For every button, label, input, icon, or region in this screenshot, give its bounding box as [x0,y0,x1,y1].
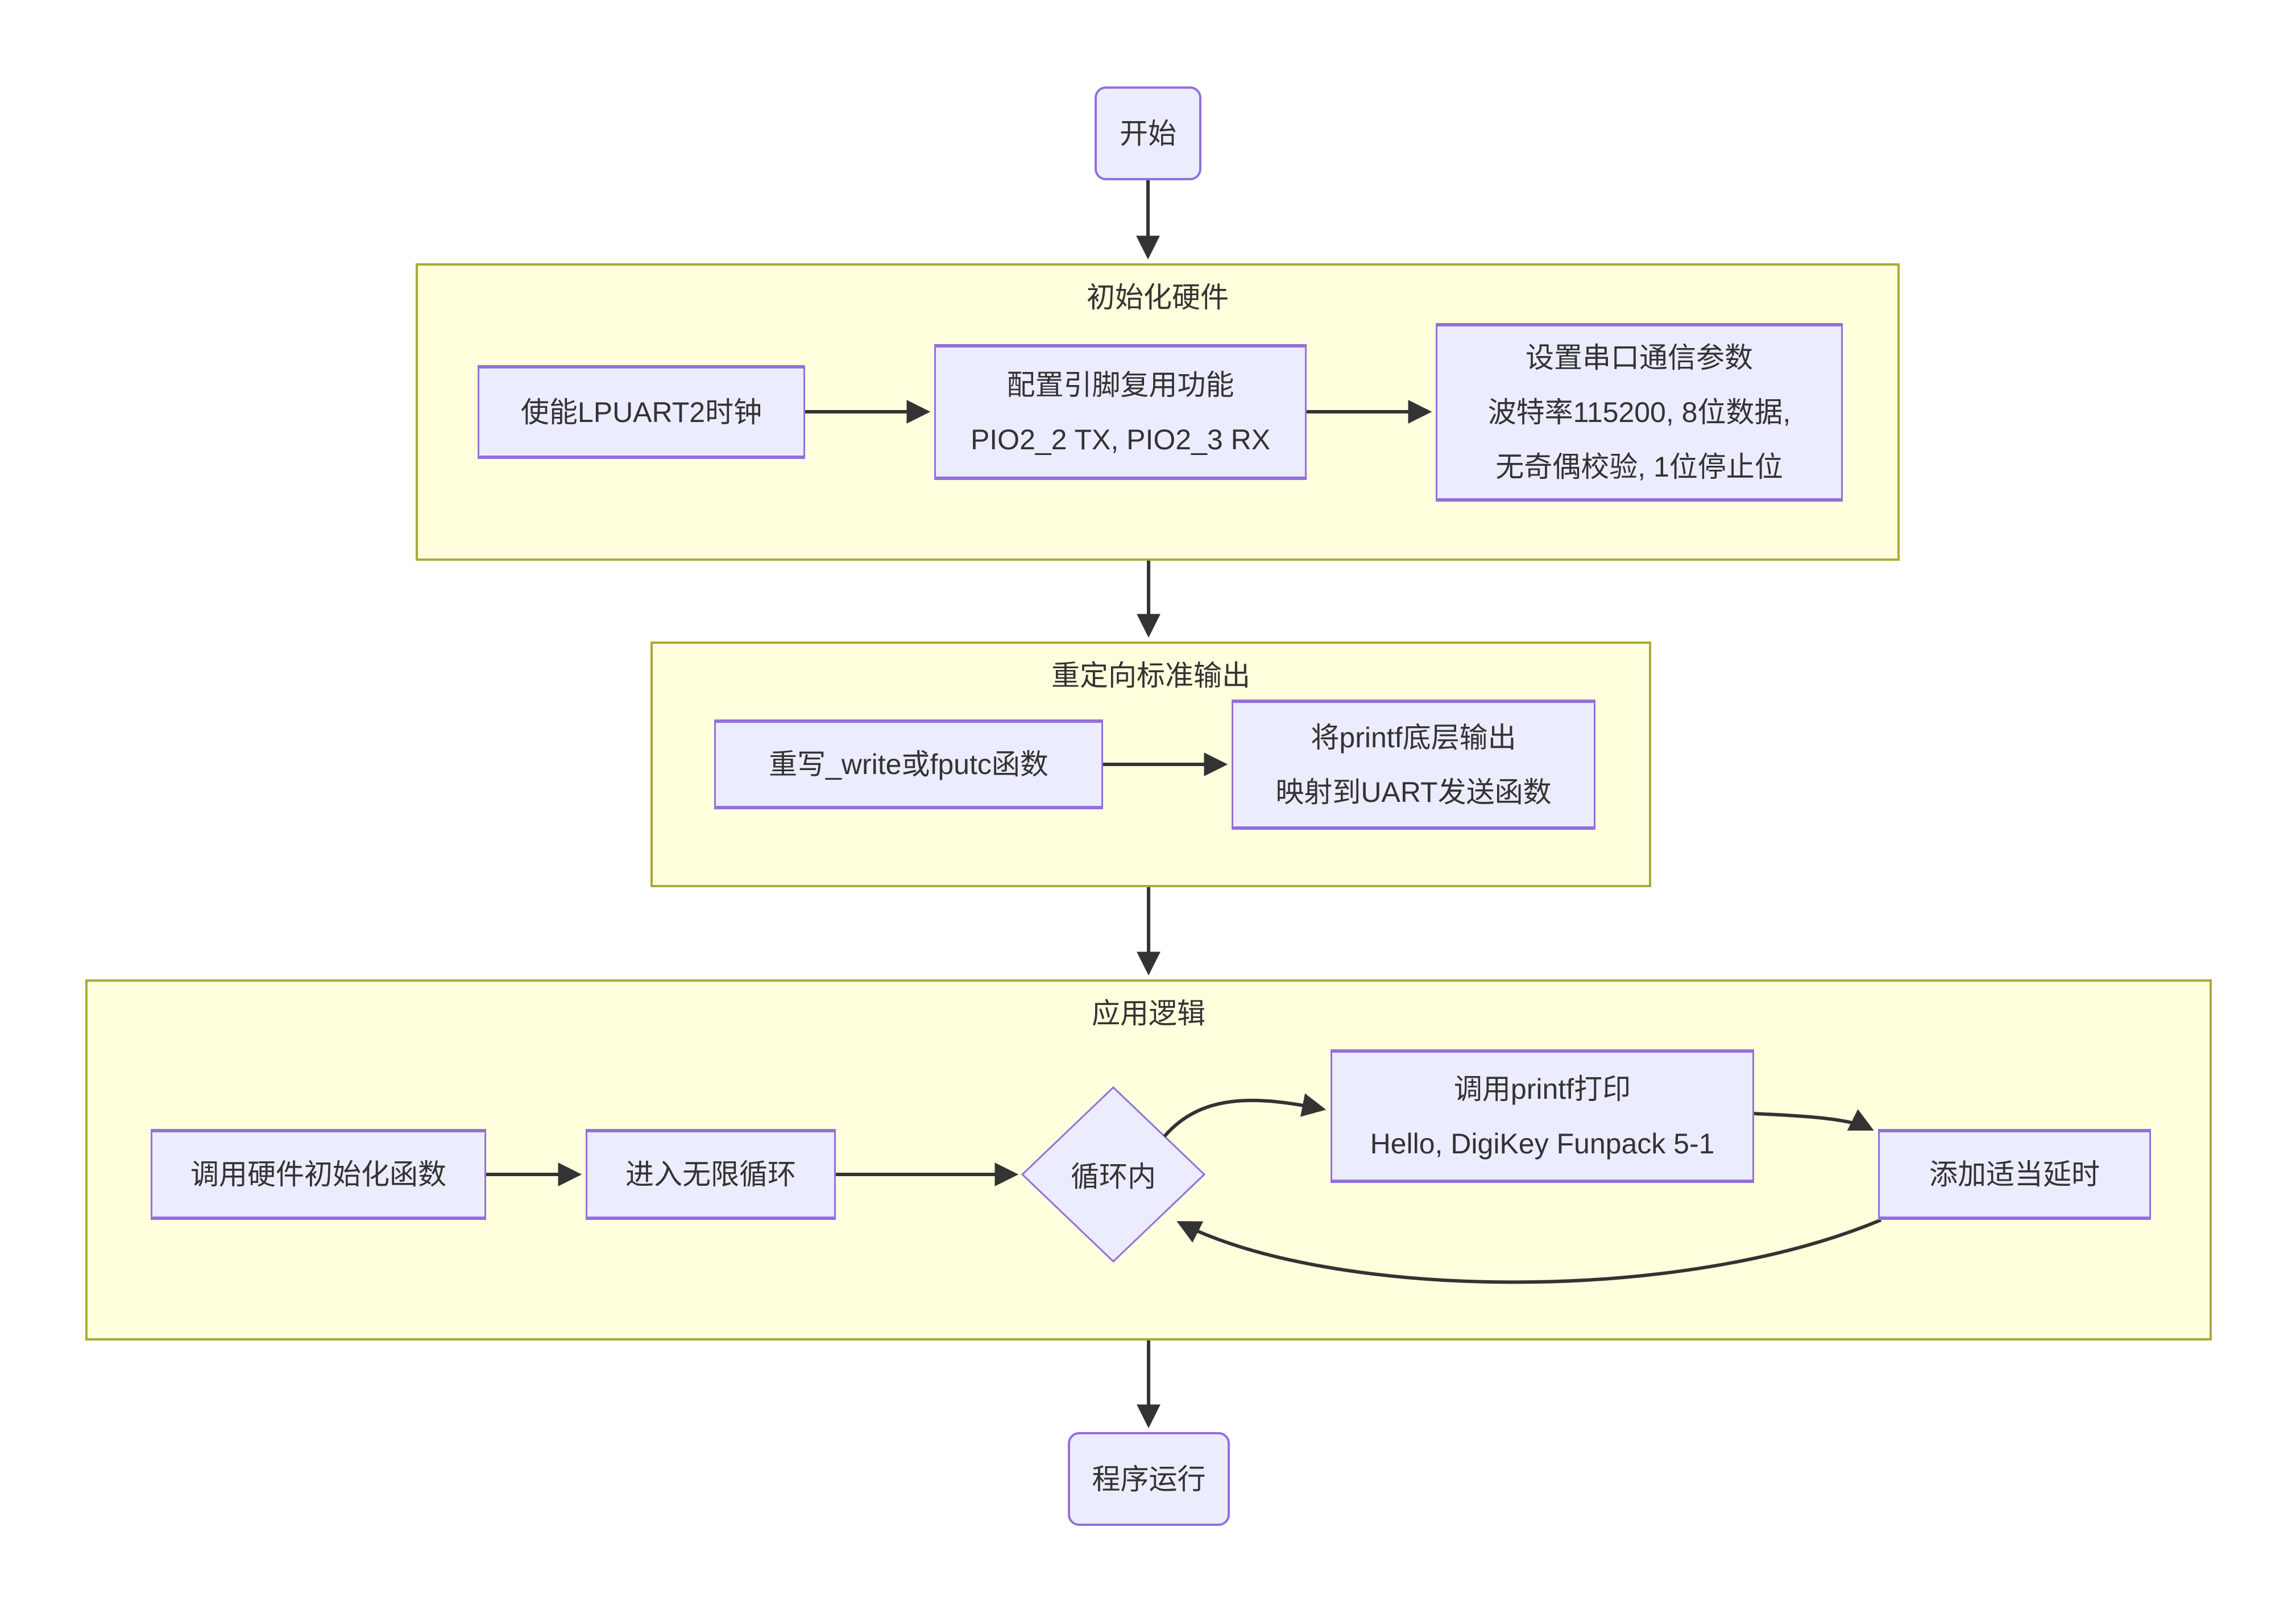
node-label: 设置串口通信参数 [1526,342,1753,374]
node-call-init: 调用硬件初始化函数 [151,1129,486,1220]
node-label: 重写_write或fputc函数 [769,748,1048,780]
node-pin-mux: 配置引脚复用功能 PIO2_2 TX, PIO2_3 RX [934,344,1307,480]
node-map-printf: 将printf底层输出 映射到UART发送函数 [1232,700,1595,830]
node-label: 使能LPUART2时钟 [520,396,762,428]
node-rewrite-write: 重写_write或fputc函数 [714,719,1103,809]
subgraph-title: 重定向标准输出 [1051,660,1250,692]
edge-delay-to-decision [1176,1218,1882,1284]
edge-decision-to-printf [1163,1093,1327,1137]
node-label: 添加适当延时 [1929,1159,2100,1190]
node-program-run: 程序运行 [1068,1432,1230,1526]
node-label: 无奇偶校验, 1位停止位 [1495,451,1783,483]
edge-printf-to-delay [1754,1109,1874,1131]
node-loop-decision-label: 循环内 [1056,1160,1170,1193]
subgraph-title: 初始化硬件 [1087,282,1229,313]
decision-diamond [1021,1086,1206,1263]
node-enable-clock: 使能LPUART2时钟 [478,365,805,459]
subgraph-title: 应用逻辑 [1092,998,1205,1029]
node-label: 波特率115200, 8位数据, [1487,396,1791,428]
node-label: 将printf底层输出 [1311,721,1516,754]
node-label: PIO2_2 TX, PIO2_3 RX [970,423,1271,456]
node-start: 开始 [1095,86,1201,180]
node-label: 循环内 [1071,1161,1156,1193]
node-label: 开始 [1120,117,1176,150]
node-add-delay: 添加适当延时 [1878,1129,2151,1220]
node-label: 映射到UART发送函数 [1275,776,1552,808]
node-label: Hello, DigiKey Funpack 5-1 [1370,1127,1715,1160]
node-label: 配置引脚复用功能 [1006,369,1234,401]
node-uart-params: 设置串口通信参数 波特率115200, 8位数据, 无奇偶校验, 1位停止位 [1436,323,1843,502]
node-label: 程序运行 [1092,1463,1206,1495]
node-call-printf: 调用printf打印 Hello, DigiKey Funpack 5-1 [1331,1049,1754,1183]
node-enter-loop: 进入无限循环 [586,1129,836,1220]
node-label: 进入无限循环 [625,1159,796,1190]
node-label: 调用printf打印 [1453,1073,1631,1105]
node-label: 调用硬件初始化函数 [190,1159,446,1190]
